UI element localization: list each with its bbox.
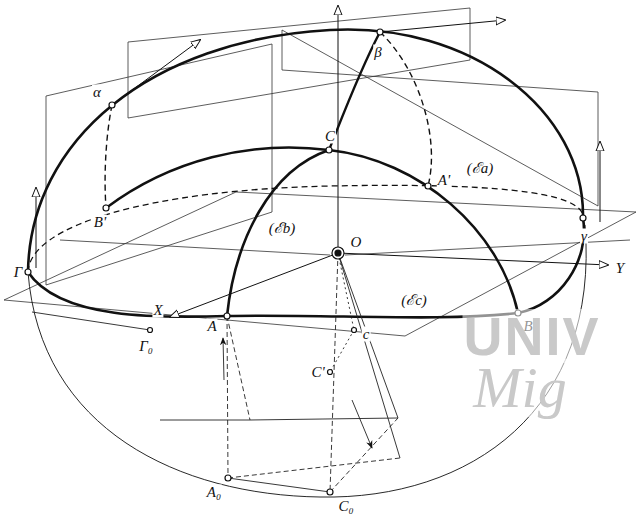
great-circle-arc <box>106 147 329 208</box>
point-label: B' <box>93 215 107 230</box>
point <box>225 475 231 481</box>
origin-label: O <box>350 235 363 250</box>
equator-back <box>28 185 583 272</box>
construction-line <box>227 316 228 478</box>
circle-label: (ℰc) <box>400 293 428 308</box>
point <box>148 328 153 333</box>
point-label: β <box>373 45 382 60</box>
tangent-arrow <box>380 20 505 32</box>
point-label: γ <box>580 229 588 244</box>
y-axis <box>338 253 608 265</box>
construction-line <box>338 253 400 458</box>
point-label: A <box>206 319 217 334</box>
circle-label: (ℰa) <box>466 161 495 176</box>
point-label: α <box>92 85 102 100</box>
origin-dot <box>335 250 341 256</box>
point <box>224 313 230 319</box>
construction-line <box>228 478 330 492</box>
construction-line <box>32 312 150 330</box>
point-label: A' <box>437 173 451 188</box>
point-label: Γ₀ <box>138 339 154 354</box>
point-label: C' <box>310 365 325 380</box>
lower-hemisphere <box>28 225 586 497</box>
vertical-plane <box>282 30 598 206</box>
normal-arrow <box>600 142 601 222</box>
construction-line <box>160 420 250 421</box>
watermark: Mig <box>472 359 567 417</box>
point <box>109 102 115 108</box>
direction-arrow <box>223 338 224 380</box>
vertical-plane <box>46 44 272 285</box>
plane-line <box>60 240 330 255</box>
axis-label: X <box>152 303 163 318</box>
circle-label: (ℰb) <box>268 221 297 236</box>
construction-line <box>330 330 354 372</box>
sphere <box>28 29 586 497</box>
construction <box>32 253 400 492</box>
point <box>326 147 332 153</box>
great-circle-b <box>227 150 329 316</box>
construction-line <box>228 458 400 478</box>
point <box>25 269 31 275</box>
point <box>352 328 357 333</box>
dashed-arc <box>380 32 431 186</box>
point-label: Γ <box>13 265 24 280</box>
dashed-arc <box>105 105 112 208</box>
point-label: c <box>362 327 371 342</box>
sphere-outline <box>28 29 583 272</box>
point-label: C <box>324 129 336 144</box>
reference-planes <box>4 8 636 336</box>
vertical-plane <box>128 8 470 118</box>
normal-arrow <box>36 188 37 268</box>
great-circle-a <box>329 150 518 313</box>
point <box>425 183 431 189</box>
point <box>377 29 383 35</box>
tangent-arrow <box>112 40 200 105</box>
point <box>327 489 333 495</box>
point <box>328 370 333 375</box>
construction-line <box>227 316 250 420</box>
construction-line <box>338 253 398 418</box>
origin-ring <box>332 247 344 259</box>
point <box>580 215 586 221</box>
axes <box>36 6 608 317</box>
z-axis <box>338 6 339 253</box>
construction-line <box>250 418 398 420</box>
direction-arrow <box>352 400 372 448</box>
point-label: C₀ <box>337 499 354 514</box>
point-label: A₀ <box>206 485 222 500</box>
axis-label: Y <box>615 261 625 276</box>
watermark: UNIV <box>462 309 601 363</box>
point <box>103 205 109 211</box>
points <box>25 29 586 495</box>
x-axis <box>170 253 338 317</box>
